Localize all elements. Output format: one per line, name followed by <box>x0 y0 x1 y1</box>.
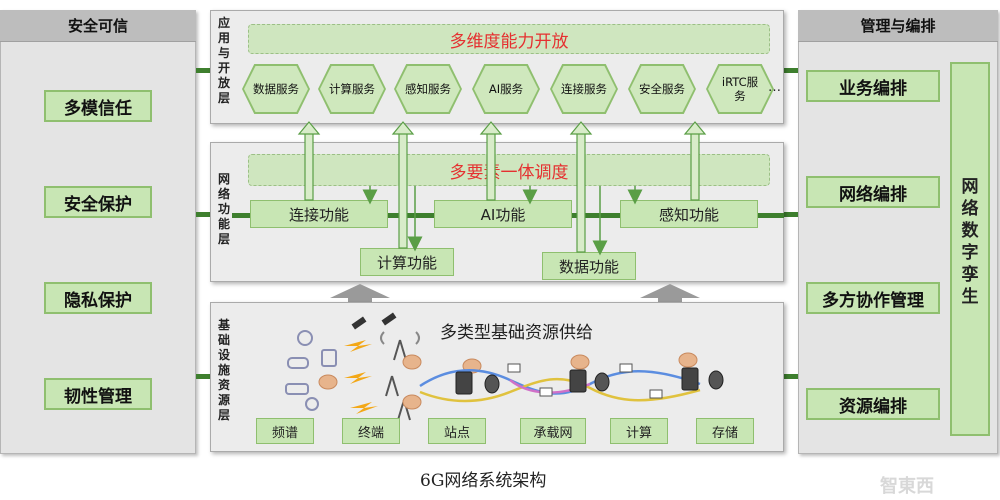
network-orchestration-box: 网络编排 <box>806 176 940 208</box>
resource-terminal-box: 终端 <box>342 418 400 444</box>
resource-transport-box: 承载网 <box>520 418 586 444</box>
privacy-protection-box: 隐私保护 <box>44 282 152 314</box>
resource-storage-box: 存储 <box>696 418 754 444</box>
service-hex-irtc: iRTC服务 <box>708 66 772 112</box>
network-layer-label: 网 络 功 能 层 <box>217 172 230 246</box>
switch-icon <box>507 363 663 399</box>
satellite-icon <box>351 312 397 330</box>
network-digital-twin-label: 网 络 数 字 孪 生 <box>961 177 979 307</box>
resilience-management-box: 韧性管理 <box>44 378 152 410</box>
connect-function-box: 连接功能 <box>250 200 388 228</box>
resource-orchestration-box: 资源编排 <box>806 388 940 420</box>
resource-compute-box: 计算 <box>610 418 668 444</box>
service-hex-connect: 连接服务 <box>552 66 616 112</box>
server-icon <box>455 367 699 395</box>
network-digital-twin-box <box>950 62 990 436</box>
security-protection-box: 安全保护 <box>44 186 152 218</box>
wireless-signal-icon <box>344 340 378 414</box>
storage-icon <box>484 370 724 394</box>
service-hex-data: 数据服务 <box>244 66 308 112</box>
resource-spectrum-box: 频谱 <box>256 418 314 444</box>
brain-icon <box>318 352 698 410</box>
sense-function-box: 感知功能 <box>620 200 758 228</box>
multi-party-management-box: 多方协作管理 <box>806 282 940 314</box>
application-layer-label: 应 用 与 开 放 层 <box>217 16 230 105</box>
security-column-title: 安全可信 <box>0 10 196 42</box>
terminal-devices-icon <box>285 330 337 411</box>
multi-element-scheduling-banner: 多要素一体调度 <box>248 154 770 186</box>
infra-layer-label: 基 础 设 施 资 源 层 <box>217 318 230 422</box>
services-ellipsis: … <box>768 80 781 95</box>
resource-site-box: 站点 <box>428 418 486 444</box>
service-hex-sensing: 感知服务 <box>396 66 460 112</box>
service-orchestration-box: 业务编排 <box>806 70 940 102</box>
service-hex-ai: AI服务 <box>474 66 538 112</box>
watermark: 智東西 <box>880 476 934 497</box>
figure-caption: 6G网络系统架构 <box>420 471 547 491</box>
service-hex-security: 安全服务 <box>630 66 694 112</box>
management-column-title: 管理与编排 <box>798 10 998 42</box>
compute-function-box: 计算功能 <box>360 248 454 276</box>
data-function-box: 数据功能 <box>542 252 636 280</box>
multi-mode-trust-box: 多模信任 <box>44 90 152 122</box>
multi-dimension-capability-banner: 多维度能力开放 <box>248 24 770 54</box>
service-hex-compute: 计算服务 <box>320 66 384 112</box>
ai-function-box: AI功能 <box>434 200 572 228</box>
infra-title: 多类型基础资源供给 <box>440 323 593 343</box>
